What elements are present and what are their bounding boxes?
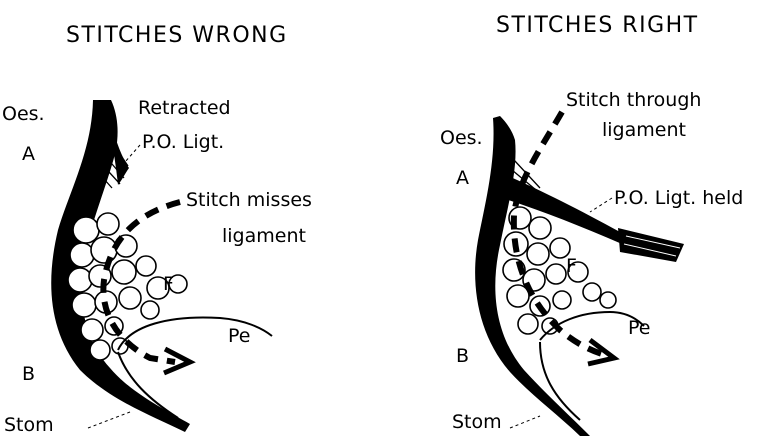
right-ligt-pointer: [590, 198, 612, 212]
left-label-stitch-2: ligament: [222, 225, 306, 247]
right-title: STITCHES RIGHT: [496, 13, 699, 38]
right-label-b: B: [456, 345, 469, 367]
left-label-stom: Stom: [4, 414, 54, 436]
right-label-stitch-2: ligament: [602, 119, 686, 141]
right-label-pe: Pe: [628, 317, 650, 339]
left-label-retracted-1: Retracted: [138, 97, 231, 119]
left-panel: STITCHES WRONG: [2, 23, 312, 436]
right-panel: STITCHES RIGHT: [440, 13, 743, 436]
left-label-oes: Oes.: [2, 103, 45, 125]
right-label-stom: Stom: [452, 411, 502, 433]
right-label-f: F: [566, 255, 577, 277]
left-label-stitch-1: Stitch misses: [186, 189, 312, 211]
right-label-a: A: [456, 167, 469, 189]
left-stom-pointer: [88, 412, 130, 428]
right-stom-pointer: [510, 416, 540, 428]
right-label-stitch-1: Stitch through: [566, 89, 701, 111]
left-label-f: F: [163, 273, 174, 295]
right-label-ligt-held: P.O. Ligt. held: [614, 187, 743, 209]
left-label-retracted-2: P.O. Ligt.: [142, 131, 224, 153]
right-label-oes: Oes.: [440, 127, 483, 149]
left-title: STITCHES WRONG: [66, 23, 288, 48]
left-label-a: A: [22, 143, 35, 165]
left-label-b: B: [22, 363, 35, 385]
left-label-pe: Pe: [228, 325, 250, 347]
